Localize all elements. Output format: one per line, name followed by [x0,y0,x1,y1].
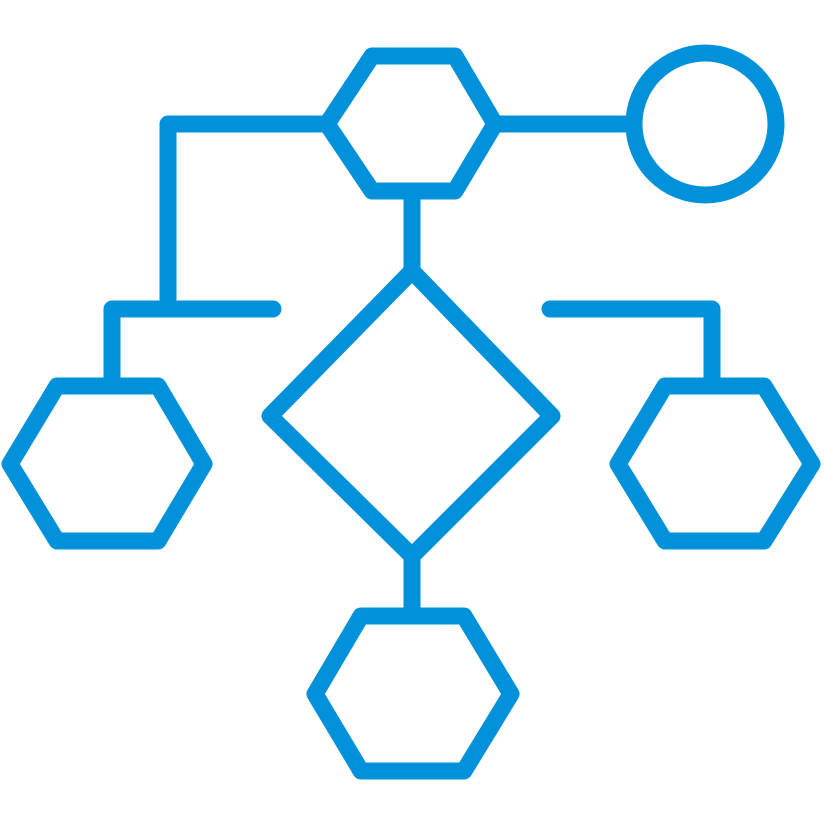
top-right-circle-node [625,44,785,204]
top-hexagon-node [318,47,504,200]
connector-left-branch [103,300,282,395]
left-hexagon-node [1,377,213,550]
bottom-hexagon-node [306,607,520,780]
node-group [1,44,821,780]
connector-top-to-left-branch [159,115,336,318]
connector-right-branch [541,300,721,395]
connector-group [103,115,721,625]
center-diamond-node [261,262,561,565]
right-hexagon-node [609,377,821,550]
